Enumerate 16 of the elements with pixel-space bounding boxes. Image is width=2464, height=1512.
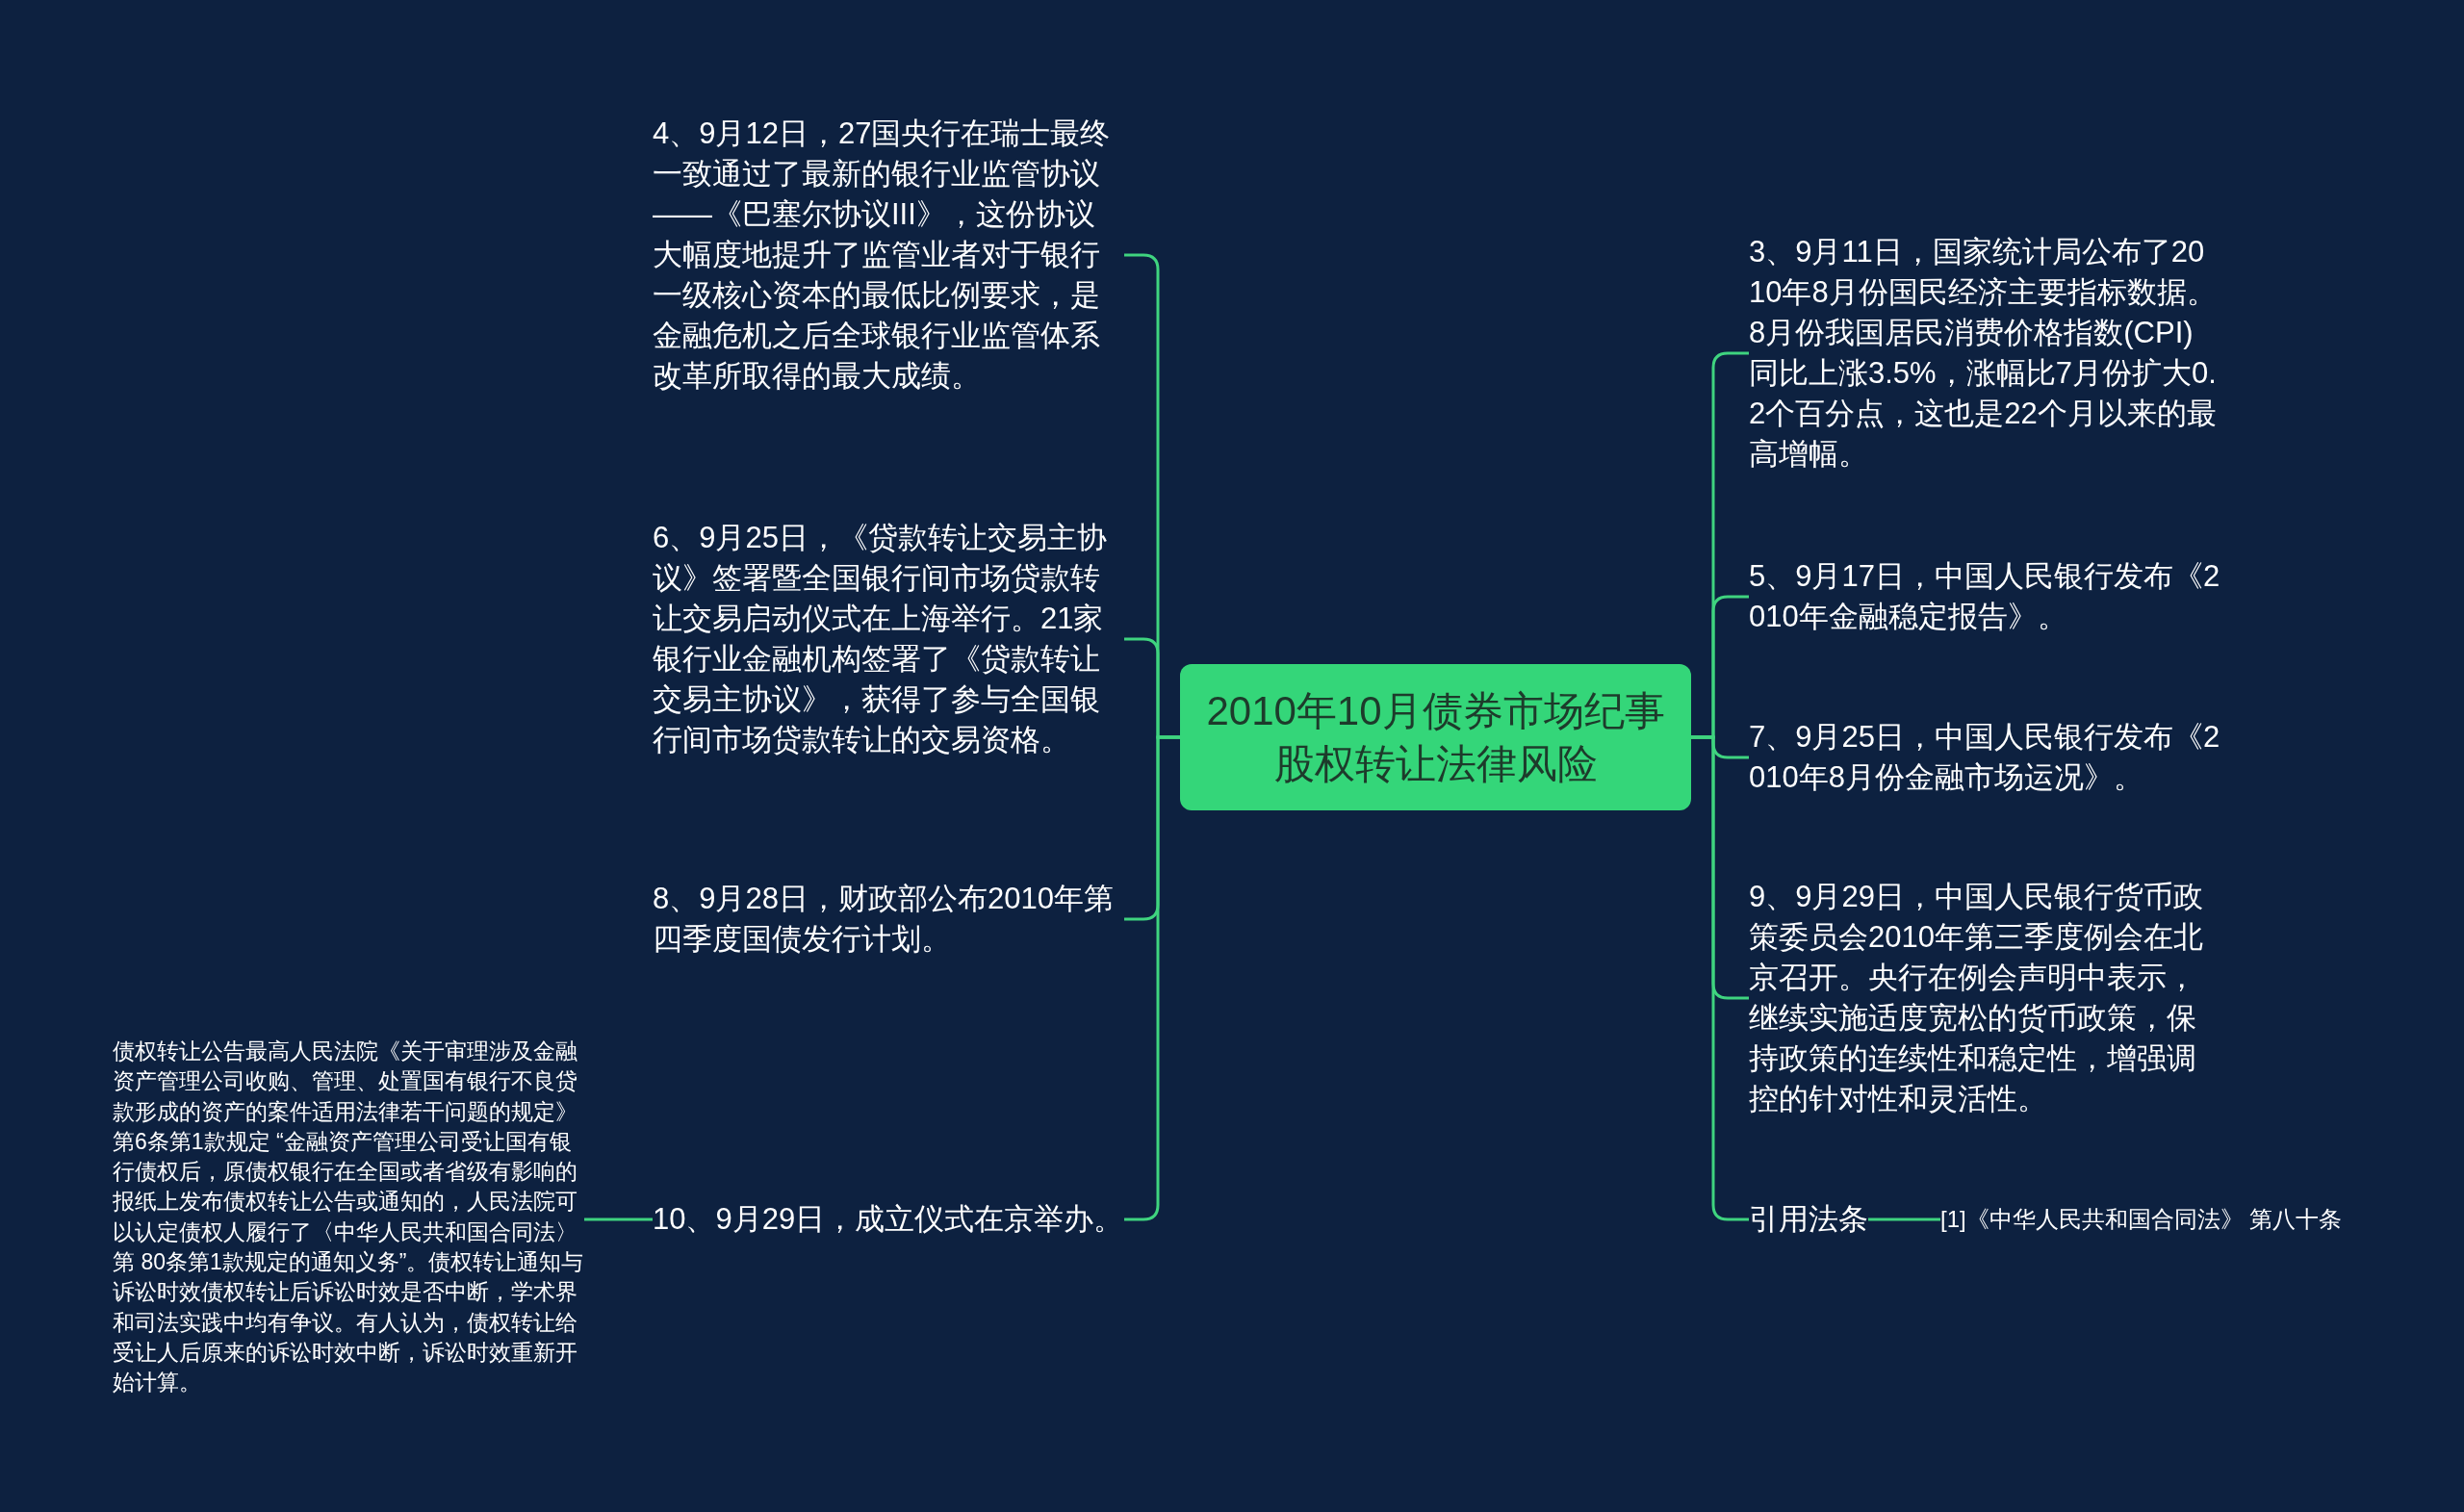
topic-text: 9、9月29日，中国人民银行货币政策委员会2010年第三季度例会在北京召开。央行在例会声明中表示，继续实施适度宽松的货币政策，保持政策的连续性和稳定性，增强调控的针对性和灵活性。	[1749, 877, 2220, 1119]
note-text: 债权转让公告最高人民法院《关于审理涉及金融资产管理公司收购、管理、处置国有银行不良贷款形成的资产的案件适用法律若干问题的规定》第6条第1款规定 “金融资产管理公司受让国有银行债权后，原债权银行在全国或者省级有影响的报纸上发布债权转让公告或通知的，人民法院可以认定债权人履行了〈中华人民共和国合同法〉第 80条第1款规定的通知义务”。债权转让通知与诉讼时效债权转让后诉讼时效是否中断，学术界和司法实践中均有争议。有人认为，债权转让给受让人后原来的诉讼时效中断，诉讼时效重新开始计算。	[113, 1037, 584, 1398]
central-topic-box: 2010年10月债券市场纪事股权转让法律风险	[1180, 664, 1691, 810]
branch-line	[584, 1217, 653, 1221]
topic-text: 6、9月25日，《贷款转让交易主协议》签署暨全国银行间市场贷款转让交易启动仪式在上海举行。21家银行业金融机构签署了《贷款转让交易主协议》，获得了参与全国银行间市场贷款转让的交易资格。	[653, 518, 1124, 760]
branch-line	[1691, 735, 1749, 1221]
topic-text: 7、9月25日，中国人民银行发布《2010年8月份金融市场运况》。	[1749, 717, 2220, 798]
topic-text: 8、9月28日，财政部公布2010年第四季度国债发行计划。	[653, 879, 1124, 960]
topic-text: 5、9月17日，中国人民银行发布《2010年金融稳定报告》。	[1749, 556, 2220, 637]
citation-text: [1]《中华人民共和国合同法》 第八十条	[1940, 1205, 2343, 1234]
branch-line	[1124, 735, 1180, 1221]
branch-line	[1868, 1217, 1940, 1221]
topic-text: 引用法条	[1749, 1199, 1868, 1240]
topic-text: 4、9月12日，27国央行在瑞士最终一致通过了最新的银行业监管协议——《巴塞尔协议III》，这份协议大幅度地提升了监管业者对于银行一级核心资本的最低比例要求，是金融危机之后全球银行业监管体系改革所取得的最大成绩。	[653, 114, 1124, 397]
topic-text: 10、9月29日，成立仪式在京举办。	[653, 1199, 1124, 1240]
topic-text: 3、9月11日，国家统计局公布了2010年8月份国民经济主要指标数据。8月份我国居民消费价格指数(CPI)同比上涨3.5%，涨幅比7月份扩大0.2个百分点，这也是22个月以来的最高增幅。	[1749, 232, 2220, 474]
